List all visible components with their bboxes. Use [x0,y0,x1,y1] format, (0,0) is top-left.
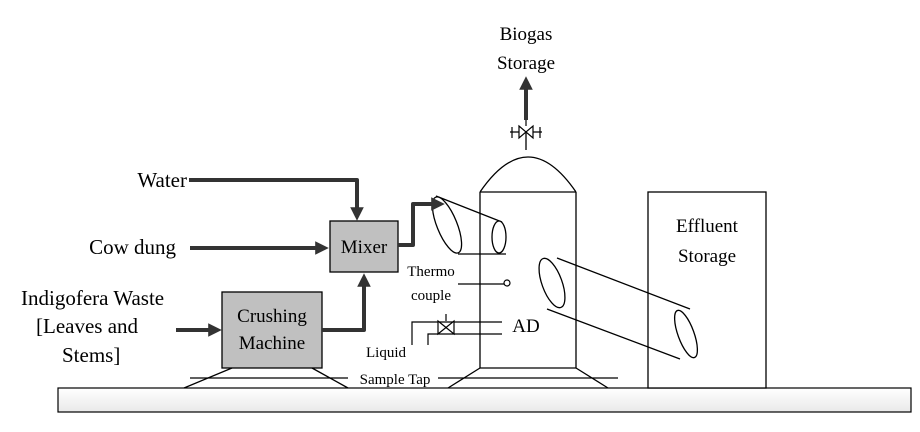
digester-dome [479,156,577,193]
crushing-machine-label-line2: Machine [239,333,305,354]
anaerobic-digester [438,156,618,389]
thermocouple-label-line1: Thermo [407,264,454,280]
liquid-sample-tap-label-line2: Sample Tap [360,372,431,388]
liquid-sample-tap-label-line1: Liquid [366,345,406,361]
crushing-machine-box [221,291,323,369]
mixer-to-digester-flow-arrow [398,197,445,247]
biogas-storage-label-line2: Storage [497,53,555,74]
water-label: Water [137,168,187,192]
liquid-sample-tap-valve-icon [411,314,502,345]
indigofera-waste-label-line3: Stems] [62,343,120,367]
inlet-pipe-mouth [431,196,463,254]
indigofera-waste-label-line2: [Leaves and [36,314,139,338]
water-flow-arrow [189,178,364,221]
ad-label: AD [512,316,539,337]
floor-base [57,387,912,413]
cow-dung-label: Cow dung [89,235,176,259]
biogas-outlet-valve-icon [510,120,542,140]
effluent-pipe-mouth [673,309,699,359]
inlet-pipe [431,195,507,255]
effluent-storage-label-line2: Storage [678,246,736,267]
crushed-material-flow-arrow [322,273,371,332]
biogas-storage-label-line1: Biogas [500,24,553,45]
mixer-label: Mixer [341,237,388,258]
thermocouple-tip [503,279,511,287]
effluent-storage-label-line1: Effluent [676,216,739,237]
crushing-machine-label-line1: Crushing [237,306,307,327]
effluent-outlet-pipe [538,257,699,360]
indigofera-waste-label-line1: Indigofera Waste [21,286,164,310]
effluent-storage-tank [647,191,767,389]
thermocouple-label-line2: couple [411,288,451,304]
